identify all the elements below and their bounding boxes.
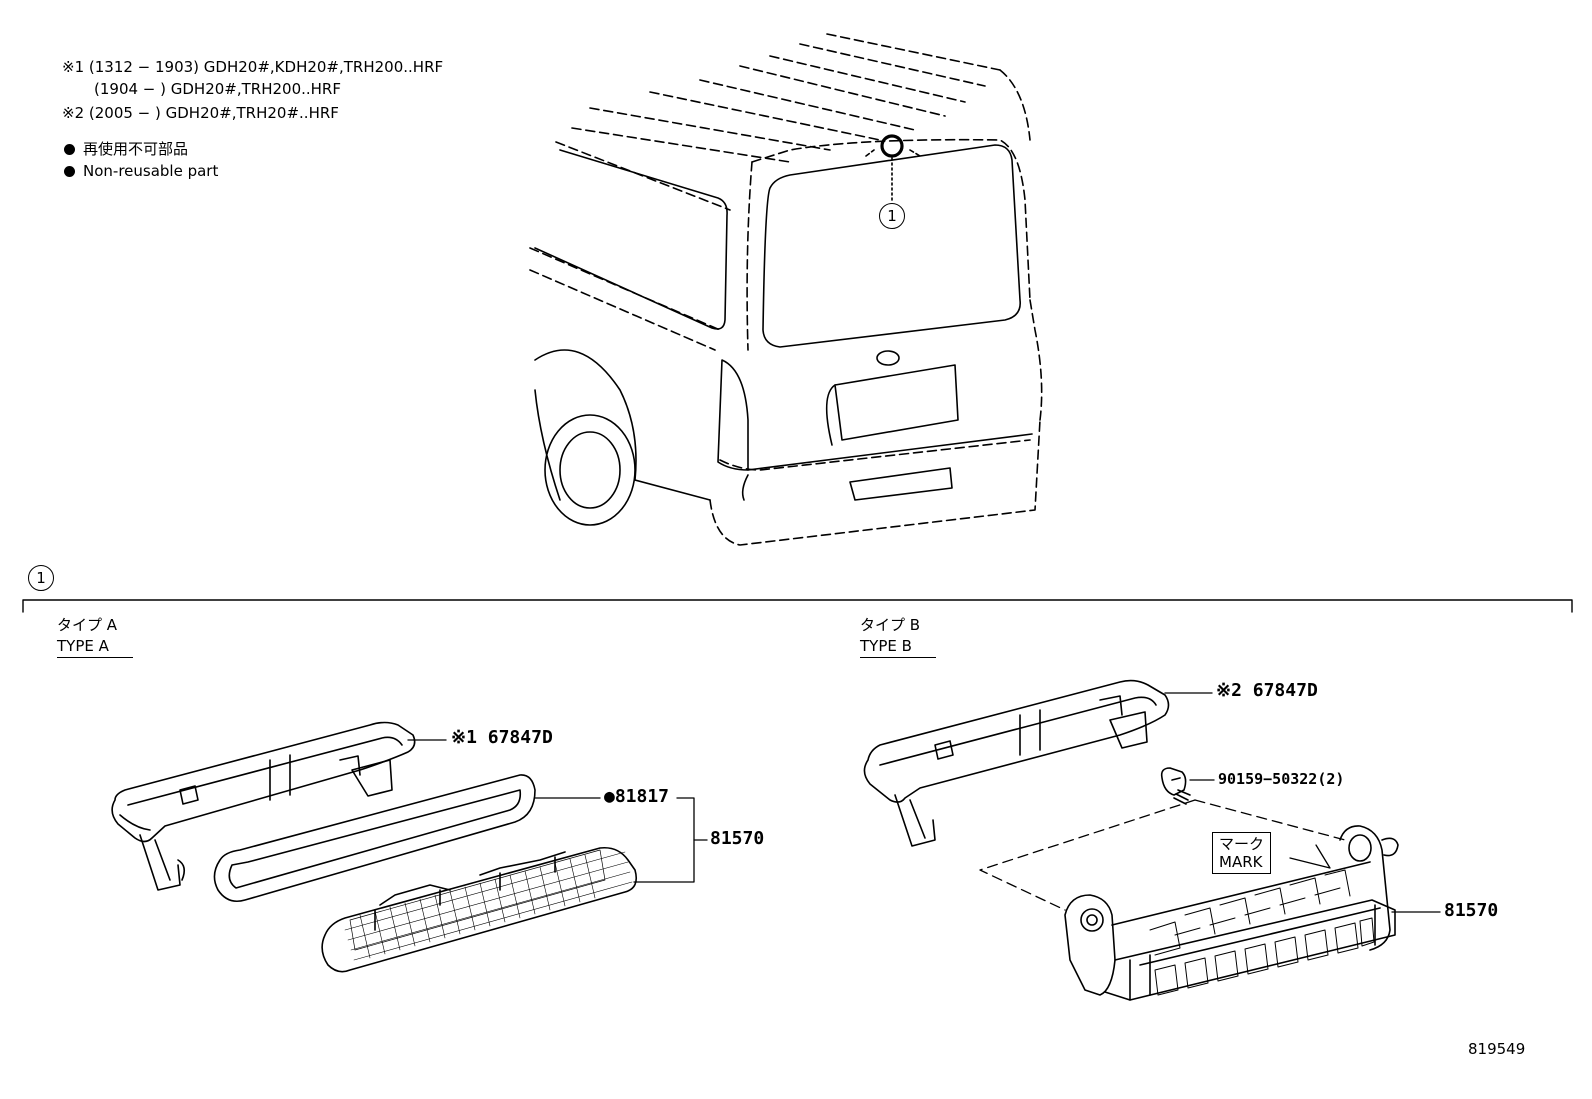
section-frame: [22, 599, 1573, 613]
type-b-alignment-lines: [979, 799, 1346, 911]
callout-number: 1: [879, 203, 905, 229]
type-a-lamp-part-number[interactable]: 81570: [710, 828, 765, 849]
type-a-label-en: TYPE A: [57, 636, 133, 658]
mark-arrow: [1289, 844, 1331, 869]
non-reusable-bullet-icon: [64, 166, 75, 177]
diagram-id: 819549: [1468, 1040, 1526, 1058]
note-line-1: ※1 (1312 − 1903) GDH20#,KDH20#,TRH200..H…: [62, 58, 444, 76]
type-b-lamp-part-number[interactable]: 81570: [1444, 900, 1499, 921]
type-a-lamp-art: [321, 846, 638, 973]
section-number: 1: [28, 565, 54, 591]
note-line-2: (1904 − ) GDH20#,TRH200..HRF: [94, 80, 341, 98]
legend-jp-text: 再使用不可部品: [83, 140, 189, 158]
section-callout[interactable]: 1: [28, 565, 54, 591]
type-a-label-jp: タイプ A: [57, 616, 118, 634]
legend-en-text: Non-reusable part: [83, 162, 219, 180]
type-b-bracket-part-number[interactable]: ※2 67847D: [1216, 680, 1318, 701]
type-b-screw-part-number[interactable]: 90159−50322(2): [1218, 770, 1345, 788]
non-reusable-bullet-icon: [64, 144, 75, 155]
type-b-leaders: [1164, 692, 1441, 913]
type-b-bracket-art: [863, 679, 1170, 847]
type-b-label-en: TYPE B: [860, 636, 936, 658]
type-b-lamp-cells: [1149, 869, 1375, 996]
top-callout[interactable]: 1: [879, 203, 905, 229]
van-rear-illustration: [529, 33, 1043, 546]
type-a-leaders: [407, 739, 708, 883]
note-line-3: ※2 (2005 − ) GDH20#,TRH20#..HRF: [62, 104, 339, 122]
type-b-label-jp: タイプ B: [860, 616, 921, 634]
mark-label-en: MARK: [1219, 853, 1263, 871]
type-a-gasket-part-number[interactable]: ●81817: [604, 786, 670, 807]
type-a-bracket-part-number[interactable]: ※1 67847D: [451, 727, 553, 748]
type-a-bracket-art: [111, 721, 416, 891]
type-b-lamp-art: [1064, 825, 1399, 1001]
type-a-gasket-art: [213, 774, 536, 903]
legend-en: Non-reusable part: [64, 160, 218, 182]
mark-label-box: マーク MARK: [1212, 832, 1272, 874]
type-a-lamp-texture: [344, 851, 633, 961]
mark-label-jp: マーク: [1219, 835, 1265, 853]
legend-jp: 再使用不可部品: [64, 138, 188, 160]
screw-art: [1160, 767, 1191, 805]
